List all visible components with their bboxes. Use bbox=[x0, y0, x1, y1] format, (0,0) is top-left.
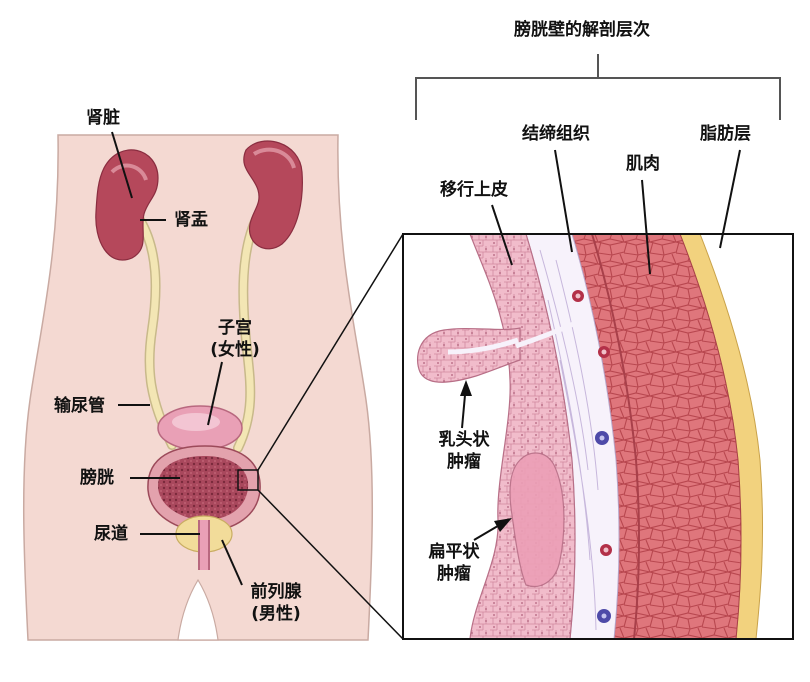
label-renal-pelvis: 肾盂 bbox=[174, 210, 208, 230]
zoom-line-top bbox=[257, 233, 404, 471]
ureters bbox=[135, 210, 263, 453]
label-bladder: 膀胱 bbox=[80, 468, 114, 488]
kidney-left bbox=[95, 149, 159, 261]
label-squamous-tumor-line2: 肿瘤 bbox=[437, 564, 471, 584]
zoom-marker bbox=[237, 469, 259, 491]
label-urethra: 尿道 bbox=[94, 524, 128, 544]
label-transitional-epithelium: 移行上皮 bbox=[440, 180, 508, 200]
label-papillary-tumor-line2: 肿瘤 bbox=[447, 452, 481, 472]
leader-lines-right bbox=[460, 149, 741, 541]
cross-section-frame bbox=[402, 233, 794, 640]
uterus bbox=[157, 405, 243, 451]
label-muscle: 肌肉 bbox=[626, 154, 660, 174]
leader-lines-left bbox=[111, 131, 243, 586]
label-ureter: 输尿管 bbox=[54, 396, 105, 416]
urethra bbox=[198, 520, 210, 570]
label-uterus: 子宫 bbox=[218, 318, 252, 338]
label-connective-tissue: 结缔组织 bbox=[522, 124, 590, 144]
kidney-right bbox=[243, 140, 303, 250]
label-papillary-tumor-line1: 乳头状 bbox=[438, 430, 490, 450]
label-squamous-tumor-line1: 扁平状 bbox=[428, 542, 480, 562]
label-prostate: 前列腺 bbox=[250, 582, 302, 602]
label-fat-layer: 脂肪层 bbox=[700, 124, 751, 144]
label-kidney: 肾脏 bbox=[86, 108, 120, 128]
zoom-line-bottom bbox=[257, 489, 404, 640]
diagram-title: 膀胱壁的解剖层次 bbox=[514, 20, 650, 40]
label-uterus-note: (女性) bbox=[210, 340, 260, 360]
bladder-wall-cross-section bbox=[403, 234, 793, 639]
layers-bracket bbox=[415, 54, 781, 120]
label-prostate-note: (男性) bbox=[251, 604, 301, 624]
